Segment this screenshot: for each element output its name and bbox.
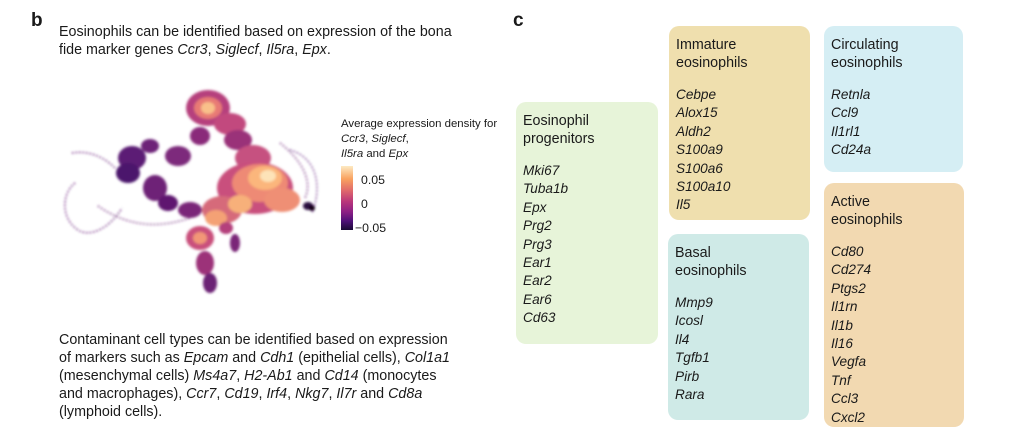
gene-item: Il5	[676, 197, 691, 213]
gene-item: Il16	[831, 336, 853, 352]
gene-item: Alox15	[676, 105, 718, 121]
gene-item: Ear1	[523, 255, 552, 271]
umap-cells	[64, 90, 318, 293]
gene-item: Il1b	[831, 317, 853, 333]
gene-item: Pirb	[675, 368, 700, 384]
gene-item: Icosl	[675, 313, 703, 329]
gene-item: Cd80	[831, 244, 864, 259]
legend-tick-zero: 0	[361, 197, 368, 211]
gene-item: Vegfa	[831, 354, 867, 370]
panel-b-label: b	[31, 10, 43, 31]
gene-item: Cebpe	[676, 87, 717, 102]
gene-item: Cd24a	[831, 142, 872, 158]
gene-item: Il1rn	[831, 299, 858, 315]
panel-c-label: c	[513, 10, 524, 31]
legend-tick-low: −0.05	[355, 221, 387, 235]
gene-item: Tuba1b	[523, 181, 569, 197]
gene-item: S100a10	[676, 179, 731, 195]
gene-item: S100a9	[676, 142, 723, 158]
gene-item: Ccl9	[831, 105, 859, 121]
gene-item: Epx	[523, 199, 547, 215]
gene-item: Ptgs2	[831, 280, 866, 296]
gene-item: Aldh2	[676, 123, 711, 139]
gene-item: Tnf	[831, 372, 851, 388]
legend-tick-high: 0.05	[361, 173, 385, 187]
legend-color-scale	[341, 166, 353, 230]
gene-item: Mmp9	[675, 295, 713, 310]
umap-density-plot	[64, 90, 318, 293]
gene-item: Prg3	[523, 236, 552, 252]
legend-title: Average expression density for Ccr3, Sig…	[341, 118, 498, 160]
gene-item: Mki67	[523, 163, 560, 178]
gene-item: Il1rl1	[831, 123, 861, 139]
gene-item: Tgfb1	[675, 350, 710, 366]
gene-item: Rara	[675, 387, 705, 403]
gene-item: S100a6	[676, 160, 723, 176]
gene-item: Prg2	[523, 218, 552, 234]
gene-item: Ear6	[523, 291, 552, 307]
gene-item: Ccl3	[831, 391, 859, 407]
gene-item: Cxcl2	[831, 409, 865, 425]
gene-item: Cd63	[523, 310, 556, 326]
gene-item: Retnla	[831, 87, 871, 102]
gene-item: Ear2	[523, 273, 552, 289]
contaminant-marker-text: Contaminant cell types can be identified…	[59, 332, 451, 420]
gene-item: Il4	[675, 331, 690, 347]
eosinophil-marker-text: Eosinophils can be identified based on e…	[59, 24, 452, 58]
gene-item: Cd274	[831, 262, 872, 278]
